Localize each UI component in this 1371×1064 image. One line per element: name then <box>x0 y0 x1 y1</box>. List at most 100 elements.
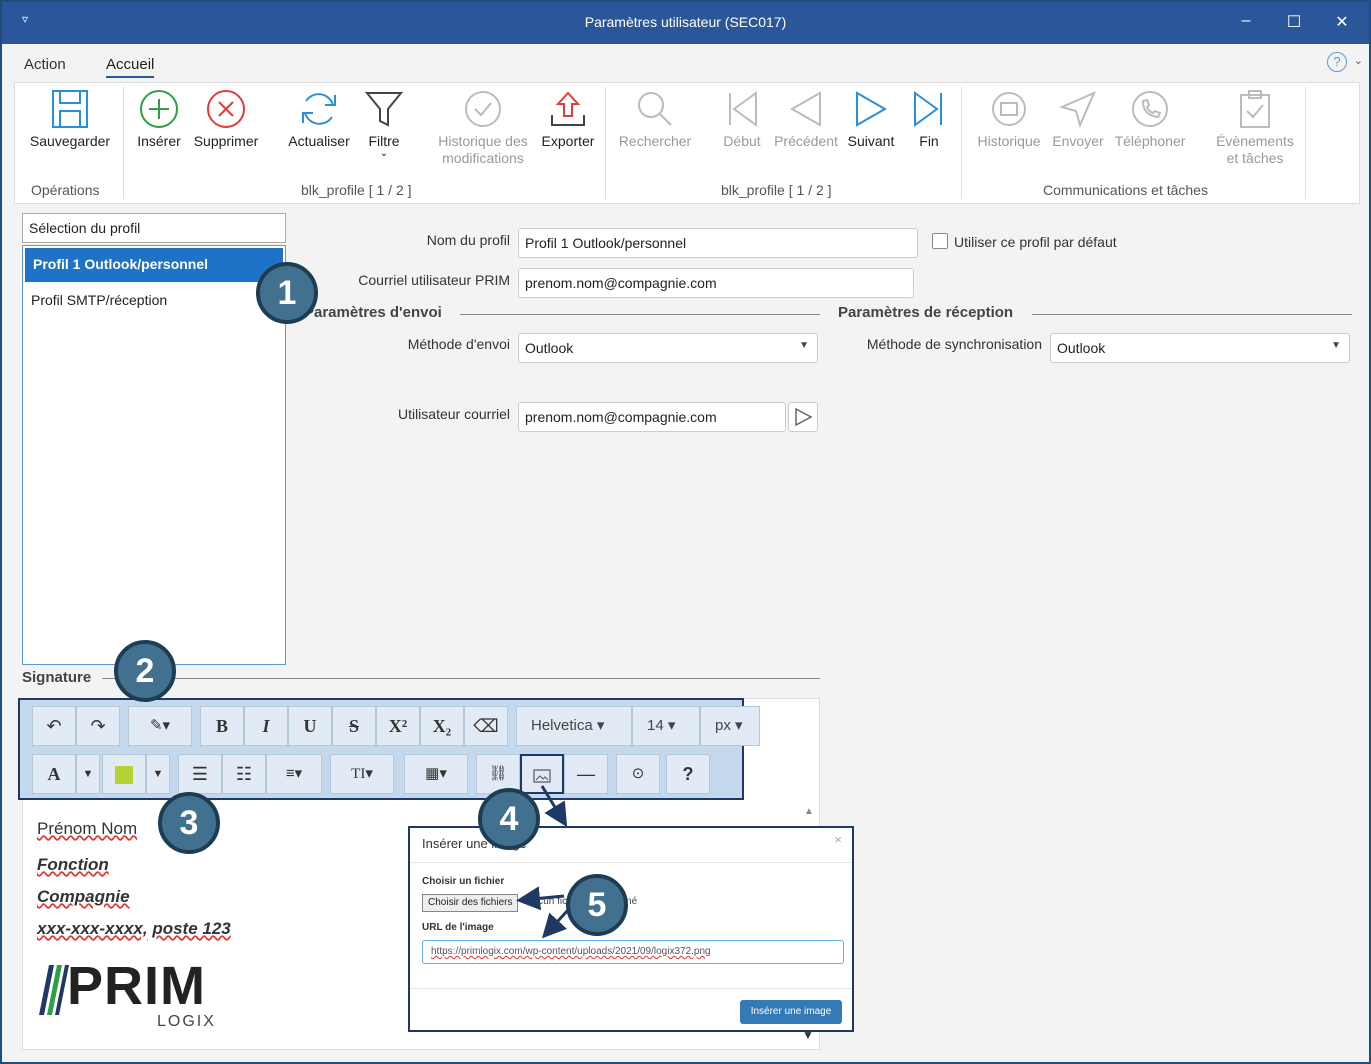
refresh-icon <box>302 93 336 125</box>
underline-button[interactable]: U <box>288 706 332 746</box>
italic-button[interactable]: I <box>244 706 288 746</box>
first-button[interactable]: Début <box>717 89 767 149</box>
profile-name-label: Nom du profil <box>426 232 510 248</box>
delete-button[interactable]: Supprimer <box>189 89 263 149</box>
group-blk-profile-1: blk_profile [ 1 / 2 ] <box>301 182 412 198</box>
minimize-button[interactable]: ‒ <box>1241 12 1251 29</box>
menu-bar: Action Accueil ? ⌄ <box>2 44 1369 80</box>
menu-action[interactable]: Action <box>24 56 66 73</box>
code-view-button[interactable]: ⊙ <box>616 754 660 794</box>
previous-icon <box>789 91 821 127</box>
send-button[interactable]: Envoyer <box>1049 89 1107 149</box>
table-button[interactable]: ▦▾ <box>404 754 468 794</box>
save-button[interactable]: Sauvegarder <box>25 89 115 149</box>
highlight-color-button[interactable] <box>102 754 146 794</box>
undo-button[interactable]: ↶ <box>32 706 76 746</box>
events-tasks-button[interactable]: Évènements et tâches <box>1211 89 1299 167</box>
chevron-down-icon: ▾ <box>596 717 605 734</box>
previous-label: Précédent <box>774 133 838 149</box>
strikethrough-button[interactable]: S <box>332 706 376 746</box>
profile-item[interactable]: Profil 1 Outlook/personnel <box>25 248 283 282</box>
profile-item[interactable]: Profil SMTP/réception <box>31 292 168 308</box>
profile-name-field[interactable]: Profil 1 Outlook/personnel <box>518 228 918 258</box>
insert-image-submit-button[interactable]: Insérer une image <box>740 1000 842 1024</box>
events-label-1: Évènements <box>1216 133 1294 149</box>
filter-button[interactable]: Filtre ⌄ <box>361 89 407 159</box>
profile-list[interactable]: Profil 1 Outlook/personnel Profil SMTP/r… <box>22 245 286 665</box>
font-unit-select[interactable]: px ▾ <box>700 706 760 746</box>
default-profile-label: Utiliser ce profil par défaut <box>954 234 1117 250</box>
signature-section-title: Signature <box>22 669 92 686</box>
ribbon: Sauvegarder Insérer Supprimer Actualiser… <box>14 82 1360 204</box>
phone-icon <box>1132 91 1168 127</box>
bullet-list-button[interactable]: ☰ <box>178 754 222 794</box>
section-divider <box>102 678 820 679</box>
numbered-list-button[interactable]: ☷ <box>222 754 266 794</box>
subscript-button[interactable]: X₂ <box>420 706 464 746</box>
next-icon <box>856 91 888 127</box>
font-size-select[interactable]: 14 ▾ <box>632 706 700 746</box>
previous-button[interactable]: Précédent <box>771 89 841 149</box>
help-icon[interactable]: ? <box>1327 52 1347 72</box>
dialog-divider <box>410 988 852 989</box>
maximize-button[interactable]: ☐ <box>1286 14 1302 31</box>
filter-icon <box>364 92 404 127</box>
sync-method-label: Méthode de synchronisation <box>866 336 1042 352</box>
insert-label: Insérer <box>137 133 181 149</box>
redo-button[interactable]: ↷ <box>76 706 120 746</box>
callout-4: 4 <box>478 788 540 850</box>
history-modifications-button[interactable]: Historique des modifications <box>431 89 535 167</box>
sync-method-select[interactable]: Outlook ▼ <box>1050 333 1350 363</box>
export-button[interactable]: Exporter <box>537 89 599 149</box>
superscript-button[interactable]: X² <box>376 706 420 746</box>
font-family-select[interactable]: Helvetica ▾ <box>516 706 632 746</box>
save-icon <box>52 90 88 128</box>
play-button[interactable] <box>788 402 818 432</box>
quick-access-icon[interactable]: ▿ <box>22 12 29 26</box>
history-button[interactable]: Historique <box>971 89 1047 149</box>
close-icon[interactable]: × <box>834 832 842 847</box>
section-divider <box>1032 314 1352 315</box>
search-button[interactable]: Rechercher <box>613 89 697 149</box>
prim-email-field[interactable]: prenom.nom@compagnie.com <box>518 268 914 298</box>
insert-image-dialog: Insérer une image × Choisir un fichier C… <box>408 826 854 1032</box>
help-button[interactable]: ? <box>666 754 710 794</box>
text-size-button[interactable]: TI▾ <box>330 754 394 794</box>
menu-accueil[interactable]: Accueil <box>106 56 155 78</box>
refresh-label: Actualiser <box>288 133 350 149</box>
history-icon <box>992 92 1026 126</box>
ribbon-separator <box>123 87 124 199</box>
next-button[interactable]: Suivant <box>843 89 899 149</box>
image-icon <box>533 769 551 783</box>
signature-phone: xxx-xxx-xxxx, poste 123 <box>37 919 231 938</box>
align-button[interactable]: ≡▾ <box>266 754 322 794</box>
group-operations: Opérations <box>31 182 100 198</box>
eraser-button[interactable]: ⌫ <box>464 706 508 746</box>
highlight-color-dropdown[interactable]: ▼ <box>146 754 170 794</box>
phone-button[interactable]: Téléphoner <box>1109 89 1191 149</box>
logo-stripes-icon <box>39 965 69 1015</box>
last-button[interactable]: Fin <box>905 89 953 149</box>
scroll-down-arrow-icon[interactable]: ▼ <box>802 1028 814 1042</box>
last-label: Fin <box>919 133 939 149</box>
default-profile-checkbox[interactable] <box>932 233 948 249</box>
image-url-input[interactable]: https://primlogix.com/wp-content/uploads… <box>422 940 844 964</box>
chevron-down-icon[interactable]: ⌄ <box>1353 55 1363 67</box>
phone-label: Téléphoner <box>1114 133 1186 149</box>
horizontal-rule-button[interactable]: — <box>564 754 608 794</box>
insert-button[interactable]: Insérer <box>133 89 185 149</box>
ribbon-separator <box>605 87 606 199</box>
clipboard-icon <box>1240 90 1270 128</box>
font-color-button[interactable]: A <box>32 754 76 794</box>
magic-format-button[interactable]: ✎▾ <box>128 706 192 746</box>
refresh-button[interactable]: Actualiser <box>281 89 357 149</box>
mail-user-field[interactable]: prenom.nom@compagnie.com <box>518 402 786 432</box>
font-size-value: 14 <box>647 717 664 734</box>
send-method-select[interactable]: Outlook ▼ <box>518 333 818 363</box>
scroll-up-arrow-icon[interactable]: ▲ <box>804 806 814 817</box>
dialog-divider <box>410 862 852 863</box>
close-button[interactable]: ✕ <box>1335 14 1349 31</box>
signature-toolbar: ↶ ↷ ✎▾ B I U S X² X₂ ⌫ Helvetica ▾ 14 ▾ … <box>18 698 760 800</box>
font-color-dropdown[interactable]: ▼ <box>76 754 100 794</box>
bold-button[interactable]: B <box>200 706 244 746</box>
